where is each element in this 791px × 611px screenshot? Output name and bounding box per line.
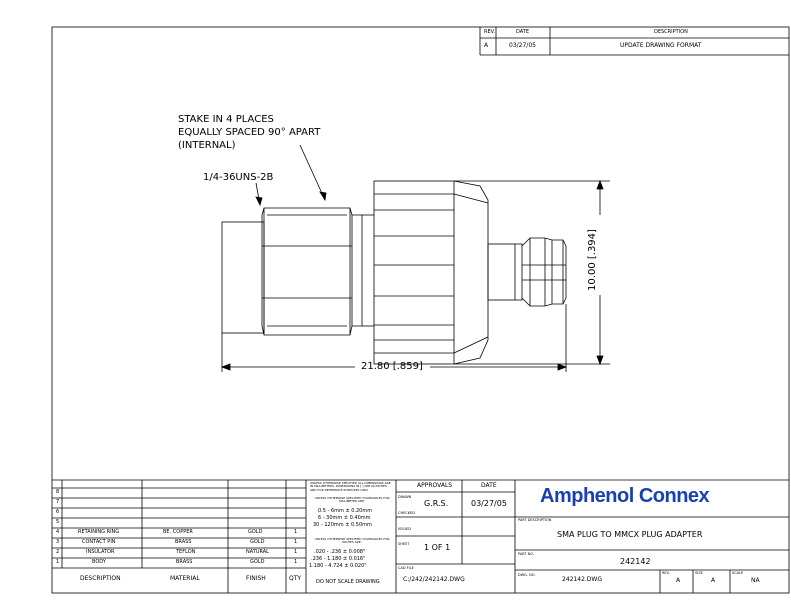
cad-file-value: C:/242/242142.DWG — [403, 576, 465, 583]
revision-block-lines — [479, 27, 789, 56]
mmcx-plug-outline — [487, 237, 567, 307]
drawn-by-value: G.R.S. — [424, 499, 449, 508]
bom-item-number: 1 — [56, 559, 60, 565]
bom-description: BODY — [92, 559, 106, 565]
tolerance-header-units: UNLESS OTHERWISE SPECIFIED ALL DIMENSION… — [310, 481, 391, 492]
length-dimension-lines — [220, 304, 568, 372]
size-label: SIZE — [695, 571, 703, 575]
rev-value: A — [484, 42, 489, 49]
bom-item-number: 3 — [56, 539, 60, 545]
dwg-number-label: DWG. NO. — [518, 573, 536, 577]
checked-label: CHECKED — [398, 511, 415, 515]
bom-material: BRASS — [175, 539, 192, 545]
height-dimension-lines — [454, 179, 610, 366]
bom-description-header: DESCRIPTION — [80, 575, 121, 582]
part-description-label: PART DESCRIPTION — [518, 518, 552, 522]
sheet-label: SHEET — [398, 542, 410, 546]
cad-file-label: CAD FILE — [398, 566, 414, 570]
issued-label: ISSUED — [398, 527, 411, 531]
size-value: A — [711, 577, 716, 584]
approvals-label: APPROVALS — [417, 482, 453, 489]
rev-date: 03/27/05 — [509, 42, 536, 49]
rev-description-header: DESCRIPTION — [654, 29, 688, 35]
bom-finish: NATURAL — [246, 549, 269, 555]
approvals-date-label: DATE — [481, 482, 497, 489]
tapered-body-outline — [453, 180, 489, 365]
bom-item-number: 8 — [56, 489, 60, 495]
drawn-date-value: 03/27/05 — [471, 499, 507, 508]
bom-material: BRASS — [176, 559, 193, 565]
do-not-scale-note: DO NOT SCALE DRAWING — [316, 579, 380, 585]
sheet-value: 1 OF 1 — [424, 543, 451, 552]
bom-material-header: MATERIAL — [170, 575, 200, 582]
tolerance-mm-2: 6 - 30mm ± 0.40mm — [318, 515, 371, 521]
stake-note-line1: STAKE IN 4 PLACES — [178, 114, 274, 125]
part-number: 242142 — [620, 557, 651, 566]
rev-date-header: DATE — [516, 29, 530, 35]
company-logo-text: Amphenol Connex — [540, 485, 710, 507]
thread-callout: 1/4-36UNS-2B — [203, 172, 274, 183]
leader-lines — [255, 144, 327, 207]
part-number-label: PART NO. — [518, 552, 535, 556]
bom-item-number: 7 — [56, 499, 60, 505]
sma-nut-outline — [221, 207, 353, 336]
bom-qty: 1 — [294, 549, 298, 555]
bom-description: RETAINING RING — [78, 529, 120, 535]
bom-item-number: 6 — [56, 509, 60, 515]
bom-item-number: 2 — [56, 549, 60, 555]
tolerance-header-mm: UNLESS OTHERWISE SPECIFIED TOLERANCES FO… — [314, 496, 390, 504]
drawn-label: DRAWN — [398, 495, 412, 499]
length-dimension-label: 21.80 [.859] — [361, 361, 423, 372]
bom-qty: 1 — [294, 529, 298, 535]
scale-value: NA — [751, 577, 760, 584]
stake-note-line3: (INTERNAL) — [178, 140, 236, 151]
stake-note-line2: EQUALLY SPACED 90° APART — [178, 127, 321, 138]
tolerance-in-3: 1.180 - 4.724 ± 0.020" — [309, 563, 367, 569]
tolerance-in-1: .020 - .236 ± 0.008" — [314, 549, 366, 555]
bom-description: CONTACT PIN — [82, 539, 116, 545]
bom-finish: GOLD — [250, 559, 265, 565]
bom-finish-header: FINISH — [246, 575, 266, 582]
bom-qty: 1 — [294, 539, 298, 545]
bom-finish: GOLD — [248, 529, 263, 535]
bom-item-number: 5 — [56, 519, 60, 525]
tolerance-in-2: .236 - 1.180 ± 0.016" — [311, 556, 366, 562]
rev-header: REV. — [484, 29, 495, 35]
part-description: SMA PLUG TO MMCX PLUG ADAPTER — [557, 530, 703, 539]
height-dimension-label: 10.00 [.394] — [587, 229, 598, 291]
scale-label: SCALE — [732, 571, 744, 575]
dwg-number: 242142.DWG — [562, 576, 603, 583]
rev-description: UPDATE DRAWING FORMAT — [620, 42, 702, 49]
bom-material: TEFLON — [176, 549, 196, 555]
drawing-border — [51, 26, 790, 594]
rev-value-title: A — [676, 577, 681, 584]
bom-qty-header: QTY — [289, 575, 302, 582]
bom-description: INSULATOR — [86, 549, 115, 555]
bom-material: BE. COPPER — [163, 529, 193, 535]
tolerance-mm-3: 30 - 120mm ± 0.50mm — [313, 522, 372, 528]
knurled-body-outline — [352, 180, 455, 365]
bom-item-number: 4 — [56, 529, 60, 535]
tolerance-mm-1: 0.5 - 6mm ± 0.20mm — [318, 508, 373, 514]
bom-qty: 1 — [294, 559, 298, 565]
bom-finish: GOLD — [250, 539, 265, 545]
tolerance-header-in: UNLESS OTHERWISE SPECIFIED TOLERANCES FO… — [314, 537, 390, 545]
rev-label: REV. — [662, 571, 670, 575]
title-block-lines — [52, 479, 789, 593]
